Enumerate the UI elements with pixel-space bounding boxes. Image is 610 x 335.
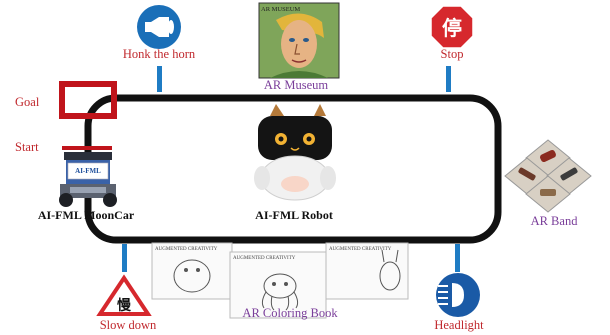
mooncar-label: AI-FML MoonCar	[38, 208, 135, 222]
book-title-3: AUGMENTED CREATIVITY	[329, 247, 392, 252]
marker-headlight	[455, 244, 460, 272]
start-label: Start	[15, 140, 39, 154]
car-panel-text: AI-FML	[75, 167, 101, 175]
museum-image: AR MUSEUM	[258, 2, 340, 79]
start-bar	[62, 146, 112, 150]
slow-label: Slow down	[100, 318, 157, 332]
robot-label: AI-FML Robot	[255, 208, 333, 222]
marker-slow	[122, 244, 127, 272]
honk-label: Honk the horn	[123, 47, 196, 61]
ar-band-image	[504, 139, 592, 213]
warning-triangle-icon	[96, 274, 152, 316]
coloring-book-image: AUGMENTED CREATIVITY AUGMENTED CREATIVIT…	[151, 242, 409, 319]
horn-sign	[137, 5, 181, 49]
headlight-sign	[436, 273, 480, 317]
robot-image	[254, 104, 336, 201]
slow-sign: 慢	[96, 274, 152, 316]
goal-label: Goal	[15, 95, 40, 109]
stop-glyph: 停	[442, 16, 462, 40]
book-title-2: AUGMENTED CREATIVITY	[233, 256, 296, 261]
stop-octagon-icon	[430, 5, 474, 49]
stop-sign: 停	[430, 5, 474, 49]
museum-header: AR MUSEUM	[261, 6, 300, 13]
goal-box	[59, 81, 117, 119]
marker-stop	[446, 66, 451, 92]
mooncar-image: AI-FML	[59, 152, 117, 207]
stop-label: Stop	[441, 47, 464, 61]
ar-band-label: AR Band	[531, 214, 579, 228]
slow-glyph: 慢	[117, 297, 132, 314]
book-title-1: AUGMENTED CREATIVITY	[155, 247, 218, 252]
headlight-label: Headlight	[434, 318, 484, 332]
coloring-book-label: AR Coloring Book	[242, 306, 338, 320]
marker-honk	[157, 66, 162, 92]
museum-label: AR Museum	[264, 78, 329, 92]
